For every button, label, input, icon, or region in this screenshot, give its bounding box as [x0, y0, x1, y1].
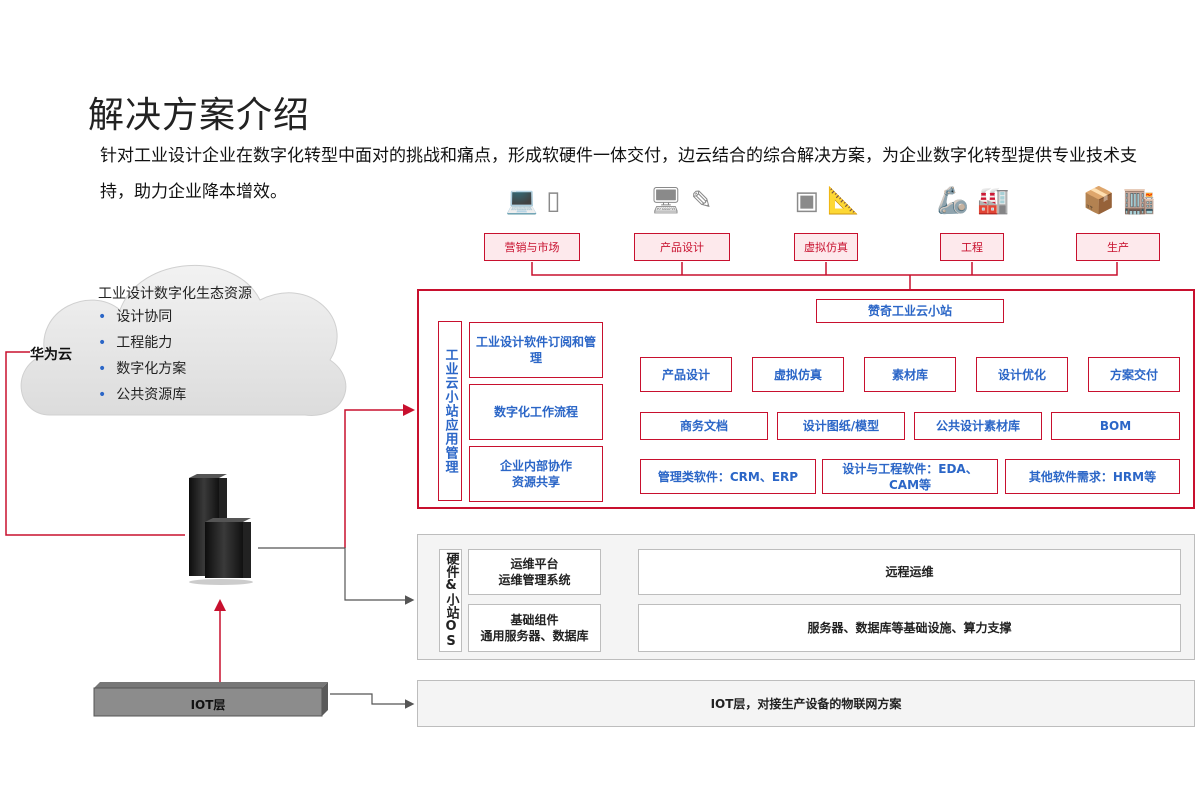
laptop-phone-icon: 💻 ▯ [505, 186, 561, 216]
iot-bar-label: IOT层 [190, 697, 226, 712]
iot-layer-box[interactable]: IOT层，对接生产设备的物联网方案 [417, 680, 1195, 727]
bullet-icon: • [98, 335, 107, 351]
hw-left-item[interactable]: 运维平台 运维管理系统 [468, 549, 601, 595]
huawei-cloud-label: 华为云 [30, 347, 72, 363]
app-layer-vertical-text: 工业云小站应用管理 [442, 348, 458, 474]
page-subtitle: 针对工业设计企业在数字化转型中面对的挑战和痛点，形成软硬件一体交付，边云结合的综… [100, 146, 1137, 202]
cloud-item: • 数字化方案 [98, 358, 186, 378]
category-virtual-sim[interactable]: 虚拟仿真 [794, 233, 858, 261]
app-left-item[interactable]: 数字化工作流程 [469, 384, 603, 440]
app-row1-item[interactable]: 设计优化 [976, 357, 1068, 392]
cloud-item: • 公共资源库 [98, 384, 186, 404]
bullet-icon: • [98, 309, 107, 325]
cloud-item-label: 数字化方案 [116, 361, 187, 377]
blueprint-icon: ▣ 📐 [794, 186, 860, 216]
app-row3-item[interactable]: 管理类软件：CRM、ERP [640, 459, 816, 494]
app-row2-item[interactable]: BOM [1051, 412, 1180, 440]
app-row1-item[interactable]: 方案交付 [1088, 357, 1180, 392]
app-row2-item[interactable]: 公共设计素材库 [914, 412, 1042, 440]
boxes-warehouse-icon: 📦 🏬 [1082, 186, 1156, 216]
design-monitor-icon: 🖥 ✎ [649, 186, 713, 216]
category-engineering[interactable]: 工程 [940, 233, 1004, 261]
cloud-shape [20, 264, 347, 416]
hw-layer-vertical-label: 硬件&小站OS [439, 549, 462, 652]
hub-box[interactable]: 赞奇工业云小站 [816, 299, 1004, 323]
category-marketing[interactable]: 营销与市场 [484, 233, 580, 261]
cloud-item: • 设计协同 [98, 306, 172, 326]
app-row3-item[interactable]: 设计与工程软件：EDA、CAM等 [822, 459, 998, 494]
page-title: 解决方案介绍 [88, 95, 311, 136]
app-row1-item[interactable]: 产品设计 [640, 357, 732, 392]
robot-factory-icon: 🦾 🏭 [936, 186, 1010, 216]
app-row3-item[interactable]: 其他软件需求：HRM等 [1005, 459, 1180, 494]
server-icon [189, 474, 253, 585]
hw-left-item[interactable]: 基础组件 通用服务器、数据库 [468, 604, 601, 652]
cloud-item-label: 公共资源库 [116, 387, 187, 403]
bullet-icon: • [98, 361, 107, 377]
bullet-icon: • [98, 387, 107, 403]
hw-right-item[interactable]: 远程运维 [638, 549, 1181, 595]
app-row2-item[interactable]: 商务文档 [640, 412, 768, 440]
category-production[interactable]: 生产 [1076, 233, 1160, 261]
cloud-item-label: 设计协同 [116, 309, 173, 325]
hw-layer-vertical-text: 硬件&小站OS [443, 552, 459, 649]
cloud-title: 工业设计数字化生态资源 [98, 286, 252, 302]
app-row1-item[interactable]: 虚拟仿真 [752, 357, 844, 392]
cloud-item: • 工程能力 [98, 332, 172, 352]
app-row1-item[interactable]: 素材库 [864, 357, 956, 392]
app-left-item[interactable]: 工业设计软件订阅和管理 [469, 322, 603, 378]
app-left-item[interactable]: 企业内部协作 资源共享 [469, 446, 603, 502]
app-layer-vertical-label: 工业云小站应用管理 [438, 321, 462, 501]
iot-bar [93, 682, 328, 717]
app-row2-item[interactable]: 设计图纸/模型 [777, 412, 905, 440]
category-product-design[interactable]: 产品设计 [634, 233, 730, 261]
hw-right-item[interactable]: 服务器、数据库等基础设施、算力支撑 [638, 604, 1181, 652]
cloud-item-label: 工程能力 [116, 335, 173, 351]
